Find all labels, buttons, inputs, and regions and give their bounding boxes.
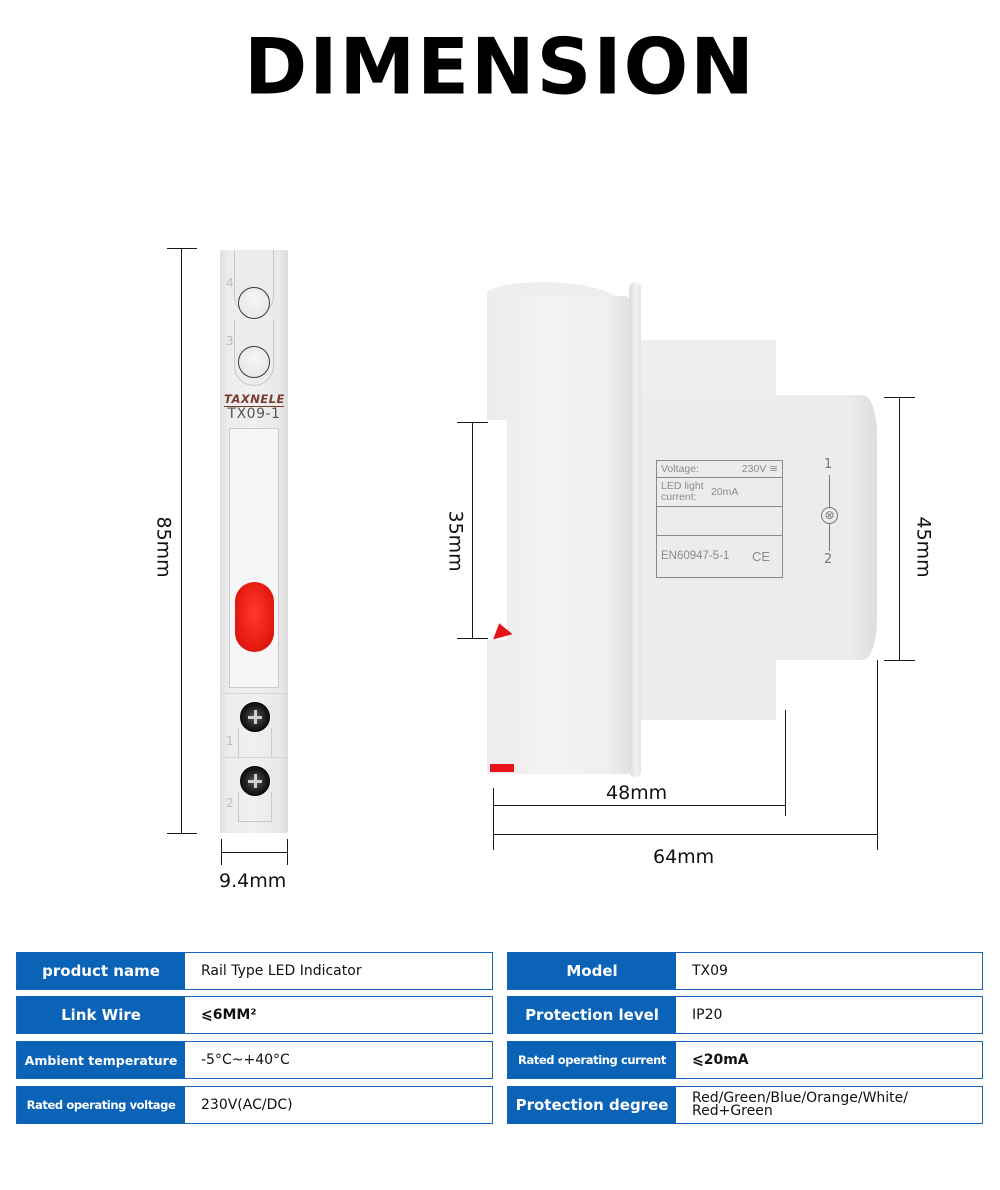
- brand-logo: TAXNELE: [224, 392, 285, 407]
- spec-value: ⩽20mA: [676, 1042, 982, 1078]
- dimension-label-48mm: 48mm: [606, 782, 668, 804]
- dimension-line-45mm: [899, 397, 900, 660]
- spec-value: ⩽6MM²: [185, 997, 492, 1033]
- dimension-tick-bottom: [457, 638, 488, 639]
- circuit-wire-bottom: [829, 524, 830, 551]
- dimension-line-9-4mm: [221, 852, 288, 853]
- voltage-label: Voltage:: [661, 462, 699, 475]
- housing-seam: [629, 282, 641, 777]
- page-title: DIMENSION: [244, 21, 756, 112]
- circuit-terminal-1: 1: [824, 457, 833, 472]
- spec-value: 230V(AC/DC): [185, 1087, 492, 1123]
- dimension-line-64mm: [493, 834, 878, 835]
- spec-value: Rail Type LED Indicator: [185, 953, 492, 989]
- terminal-number-1: 1: [226, 734, 234, 748]
- spec-row-protection-level: Protection level IP20: [507, 996, 983, 1034]
- led-lamp: [235, 582, 274, 652]
- nameplate-current-row: LED light current: 20mA: [657, 478, 782, 507]
- spec-key: Rated operating voltage: [17, 1087, 185, 1123]
- spec-key: Rated operating current: [508, 1042, 676, 1078]
- spec-row-link-wire: Link Wire ⩽6MM²: [16, 996, 493, 1034]
- dimension-line-85mm: [181, 248, 182, 833]
- terminal-button-3: [238, 346, 270, 378]
- current-label: LED light current:: [661, 480, 704, 503]
- dimension-tick-right-48: [785, 710, 786, 816]
- dimension-tick-bottom: [884, 660, 915, 661]
- red-clip-bar: [490, 764, 514, 772]
- dimension-label-35mm: 35mm: [444, 510, 467, 572]
- ce-mark: CE: [751, 548, 770, 564]
- screw-icon: [240, 702, 270, 732]
- terminal-number-3: 3: [226, 334, 234, 348]
- nameplate-blank-row: [657, 507, 782, 536]
- dimension-tick-right-64: [877, 660, 878, 850]
- terminal-number-4: 4: [226, 276, 234, 290]
- dimension-tick-bottom: [167, 833, 197, 834]
- spec-value: IP20: [676, 997, 982, 1033]
- spec-key: Ambient temperature: [17, 1042, 185, 1078]
- dimension-tick-right: [287, 839, 288, 865]
- nameplate: Voltage: 230V ≅ LED light current: 20mA …: [656, 460, 783, 578]
- terminal-number-2: 2: [226, 796, 234, 810]
- circuit-symbol: 1 ⊗ 2: [820, 455, 840, 575]
- standard-label: EN60947-5-1: [661, 549, 730, 562]
- spec-value: Red/Green/Blue/Orange/White/ Red+Green: [676, 1087, 982, 1123]
- dimension-line-48mm: [493, 805, 785, 806]
- dimension-line-35mm: [472, 422, 473, 638]
- dimension-label-9-4mm: 9.4mm: [219, 870, 287, 892]
- nameplate-voltage-row: Voltage: 230V ≅: [657, 461, 782, 478]
- spec-value: -5°C~+40°C: [185, 1042, 492, 1078]
- dimension-label-85mm: 85mm: [152, 516, 175, 578]
- spec-key: Model: [508, 953, 676, 989]
- dimension-label-64mm: 64mm: [653, 846, 715, 868]
- dimension-tick-left: [493, 788, 494, 850]
- spec-key: Protection level: [508, 997, 676, 1033]
- housing-lower-clip: [487, 640, 507, 770]
- voltage-value: 230V ≅: [741, 463, 778, 475]
- front-module: 4 3 TAXNELE TX09-1 1 2: [220, 250, 288, 833]
- spec-value: TX09: [676, 953, 982, 989]
- spec-row-model: Model TX09: [507, 952, 983, 990]
- dimension-tick-top: [457, 422, 488, 423]
- circuit-wire-top: [829, 475, 830, 507]
- spec-key: Link Wire: [17, 997, 185, 1033]
- screw-icon: [240, 766, 270, 796]
- spec-row-rated-voltage: Rated operating voltage 230V(AC/DC): [16, 1086, 493, 1124]
- terminal-slot-1: [238, 728, 272, 758]
- spec-row-protection-degree: Protection degree Red/Green/Blue/Orange/…: [507, 1086, 983, 1124]
- current-value: 20mA: [711, 486, 739, 498]
- spec-row-ambient-temperature: Ambient temperature -5°C~+40°C: [16, 1041, 493, 1079]
- dimension-label-45mm: 45mm: [912, 516, 935, 578]
- dimension-tick-left: [221, 839, 222, 865]
- model-label: TX09-1: [227, 406, 281, 422]
- lamp-icon: ⊗: [821, 507, 838, 524]
- circuit-terminal-2: 2: [824, 552, 833, 567]
- terminal-slot-2: [238, 792, 272, 822]
- dimension-tick-top: [167, 248, 197, 249]
- terminal-block-1: 1: [220, 693, 288, 758]
- nameplate-standard-row: EN60947-5-1 CE: [657, 536, 782, 576]
- terminal-button-4: [238, 287, 270, 319]
- dimension-tick-top: [884, 397, 915, 398]
- spec-row-rated-current: Rated operating current ⩽20mA: [507, 1041, 983, 1079]
- terminal-block-2: 2: [220, 757, 288, 822]
- din-rail-notch: [487, 420, 507, 640]
- housing-front-section: [641, 395, 877, 660]
- housing-rear-section: [487, 296, 629, 774]
- spec-row-product-name: product name Rail Type LED Indicator: [16, 952, 493, 990]
- spec-key: product name: [17, 953, 185, 989]
- spec-key: Protection degree: [508, 1087, 676, 1123]
